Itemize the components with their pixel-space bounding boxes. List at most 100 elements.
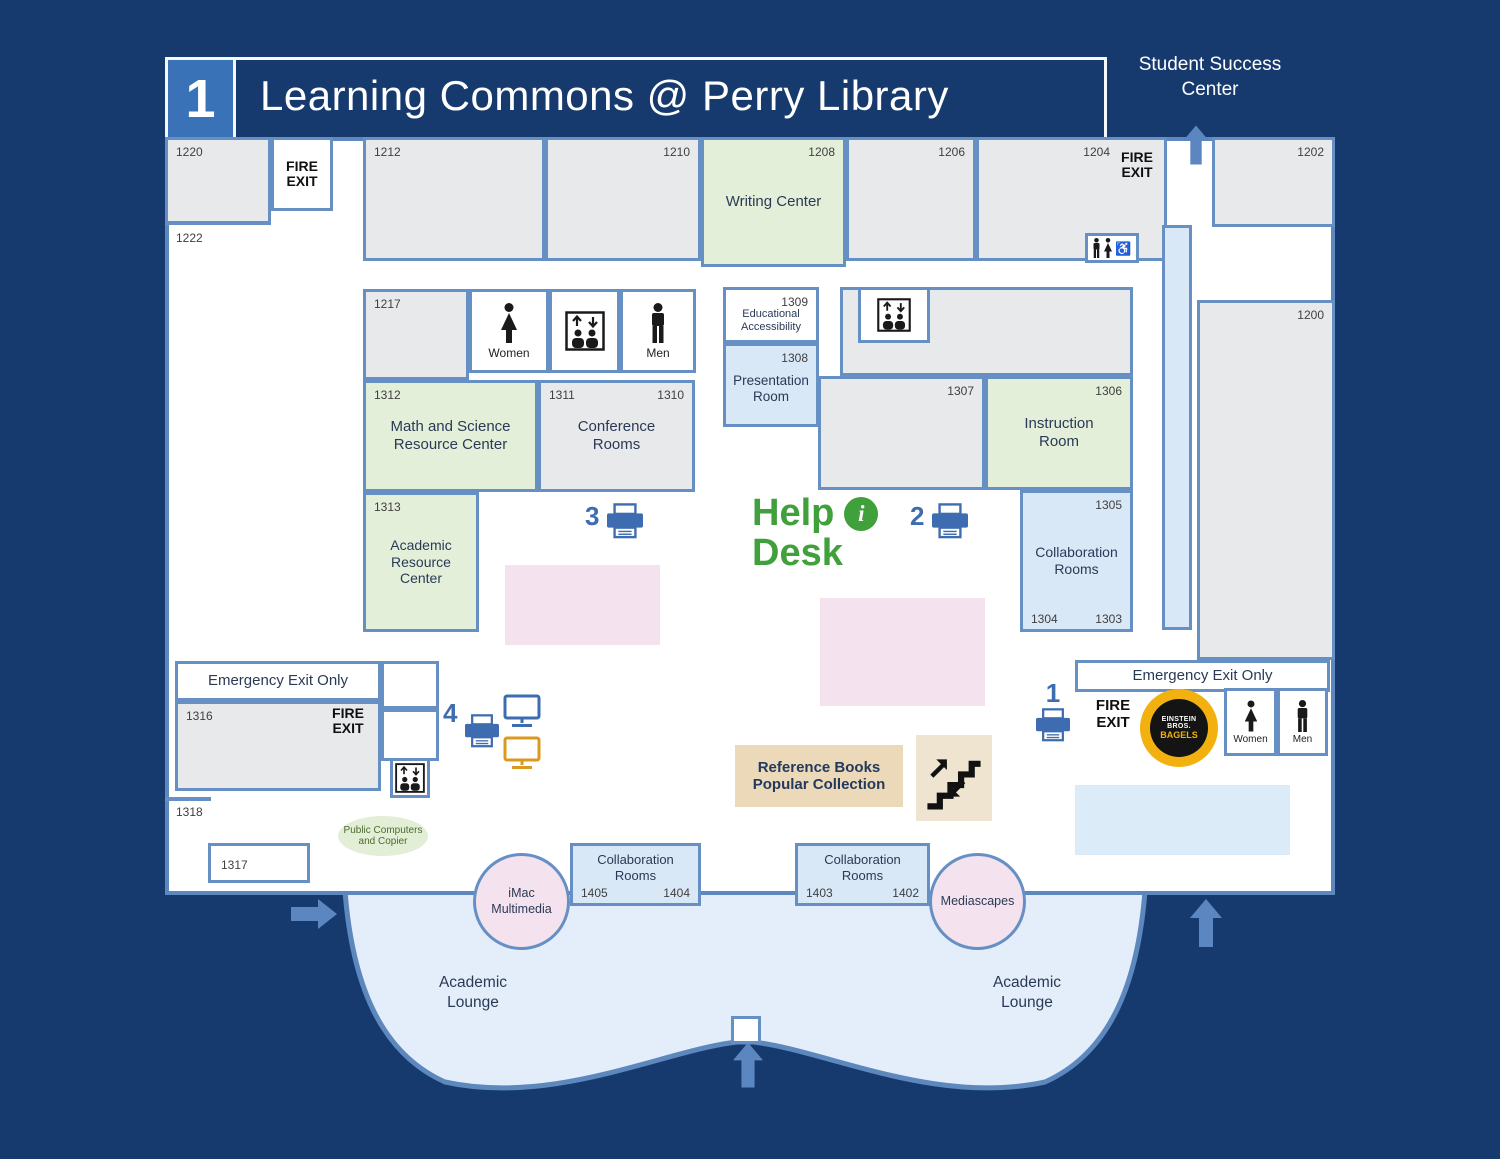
room-number: 1200 (1297, 308, 1324, 322)
imac-label: iMac Multimedia (491, 885, 552, 916)
emergency-exit-left: Emergency Exit Only (175, 661, 381, 701)
help-desk-label: Help (752, 492, 835, 534)
public-computers-label: Public Computers and Copier (338, 816, 428, 856)
woman-icon (1104, 238, 1113, 258)
fire-exit-label: FIRE EXIT (1121, 149, 1153, 181)
floor-number-badge: 1 (168, 60, 236, 137)
room-number: 1305 (1095, 498, 1122, 512)
men-label: Men (1292, 733, 1313, 745)
room-1210: 1210 (545, 137, 701, 261)
emergency-exit-right: Emergency Exit Only (1075, 660, 1330, 692)
room-1202: 1202 (1212, 137, 1335, 227)
room-number: 1404 (663, 886, 690, 900)
wall-segment (165, 797, 211, 801)
room-number: 1210 (663, 145, 690, 159)
woman-icon (1244, 699, 1257, 732)
room-number: 1309 (781, 295, 808, 309)
printer-2: 2 (910, 503, 971, 539)
women-label: Women (1233, 733, 1268, 745)
header: 1 Learning Commons @ Perry Library (165, 57, 1107, 137)
einstein-text: BAGELS (1160, 730, 1198, 740)
room-number: 1403 (806, 886, 833, 900)
room-number: 1313 (374, 500, 401, 514)
collaboration-rooms-label: Collaboration Rooms (824, 851, 901, 883)
room-number: 1317 (221, 858, 248, 872)
fire-exit-top-left: FIRE EXIT (271, 137, 333, 211)
printer-3: 3 (585, 503, 646, 539)
mens-restroom-south: Men (1277, 688, 1328, 756)
academic-lounge-label-left: Academic Lounge (438, 974, 508, 1012)
help-desk-label: Desk (752, 531, 843, 574)
printer-4: 4 (443, 700, 502, 748)
small-room (381, 709, 439, 761)
man-icon (1093, 238, 1100, 258)
collaboration-rooms-label: Collaboration Rooms (1035, 544, 1118, 577)
academic-resource-label: Academic Resource Center (390, 536, 452, 587)
entrance-arrow-right (291, 899, 337, 929)
womens-restroom: Women (469, 289, 549, 373)
room-1212: 1212 (363, 137, 545, 261)
fire-exit-label: FIRE EXIT (1095, 697, 1131, 731)
room-number: 1308 (781, 351, 808, 365)
womens-restroom-south: Women (1224, 688, 1277, 756)
academic-lounge-label-right: Academic Lounge (992, 974, 1062, 1012)
family-restroom: ♿ (1085, 233, 1139, 263)
educational-accessibility-label: Educational Accessibility (741, 307, 801, 333)
room-number: 1405 (581, 886, 608, 900)
einstein-bros-bagels-logo: EINSTEIN BROS. BAGELS (1140, 689, 1218, 767)
room-1206: 1206 (846, 137, 976, 261)
elevator-icon (395, 763, 425, 793)
room-1217: 1217 (363, 289, 469, 380)
entrance-arrow-up-bottom-right (1190, 899, 1222, 947)
room-number: 1312 (374, 388, 401, 402)
printer-number: 1 (1045, 678, 1061, 708)
entrance-arrow-up-center (733, 1042, 763, 1088)
info-icon: i (844, 496, 879, 531)
room-1317: 1317 (208, 843, 310, 883)
help-desk: Help i Desk (752, 492, 879, 574)
small-room (381, 661, 439, 709)
computer-monitor-icon (503, 736, 541, 769)
shelving-area (1075, 785, 1290, 855)
imac-multimedia: iMac Multimedia (473, 853, 570, 950)
map-title: Learning Commons @ Perry Library (260, 72, 949, 119)
printer-number: 3 (585, 501, 600, 531)
room-number: 1222 (176, 231, 203, 245)
entrance-arrow-up-top-right (1183, 125, 1209, 165)
room-number: 1212 (374, 145, 401, 159)
room-number: 1204 (1083, 145, 1110, 159)
room-number: 1220 (176, 145, 203, 159)
einstein-text: EINSTEIN BROS. (1161, 716, 1197, 730)
educational-accessibility: 1309 Educational Accessibility (723, 287, 819, 343)
room-number: 1306 (1095, 384, 1122, 398)
fire-exit-label: FIRE EXIT (286, 157, 318, 189)
elevator (858, 287, 930, 343)
presentation-room: 1308 Presentation Room (723, 343, 819, 427)
room-number: 1202 (1297, 145, 1324, 159)
elevator-icon (564, 311, 605, 351)
printer-icon (465, 714, 500, 748)
computer-monitor-icon (503, 694, 541, 727)
math-science-resource-center: 1312 Math and Science Resource Center (363, 380, 538, 492)
reference-label: Reference Books (757, 759, 881, 776)
fire-exit-label: FIRE EXIT (332, 705, 364, 737)
room-number: 1217 (374, 297, 401, 311)
room-number: 1311 (549, 388, 575, 402)
seating-area (505, 565, 660, 645)
emergency-exit-label: Emergency Exit Only (207, 672, 349, 689)
math-science-label: Math and Science Resource Center (390, 418, 511, 453)
presentation-room-label: Presentation Room (733, 372, 809, 404)
emergency-exit-label: Emergency Exit Only (1132, 667, 1273, 684)
public-computers-line: and Copier (358, 836, 408, 847)
academic-resource-center: 1313 Academic Resource Center (363, 492, 479, 632)
men-label: Men (646, 345, 670, 360)
man-icon (1297, 699, 1308, 732)
wheelchair-icon: ♿ (1115, 240, 1132, 256)
conference-rooms: 1311 1310 Conference Rooms (538, 380, 695, 492)
stairs-icon (927, 759, 981, 810)
room-number: 1208 (808, 145, 835, 159)
room-1307: 1307 (818, 376, 985, 490)
public-computers-line: Public Computers (343, 825, 423, 836)
collaboration-rooms-bottom-left: 1405 1404 Collaboration Rooms (570, 843, 701, 906)
